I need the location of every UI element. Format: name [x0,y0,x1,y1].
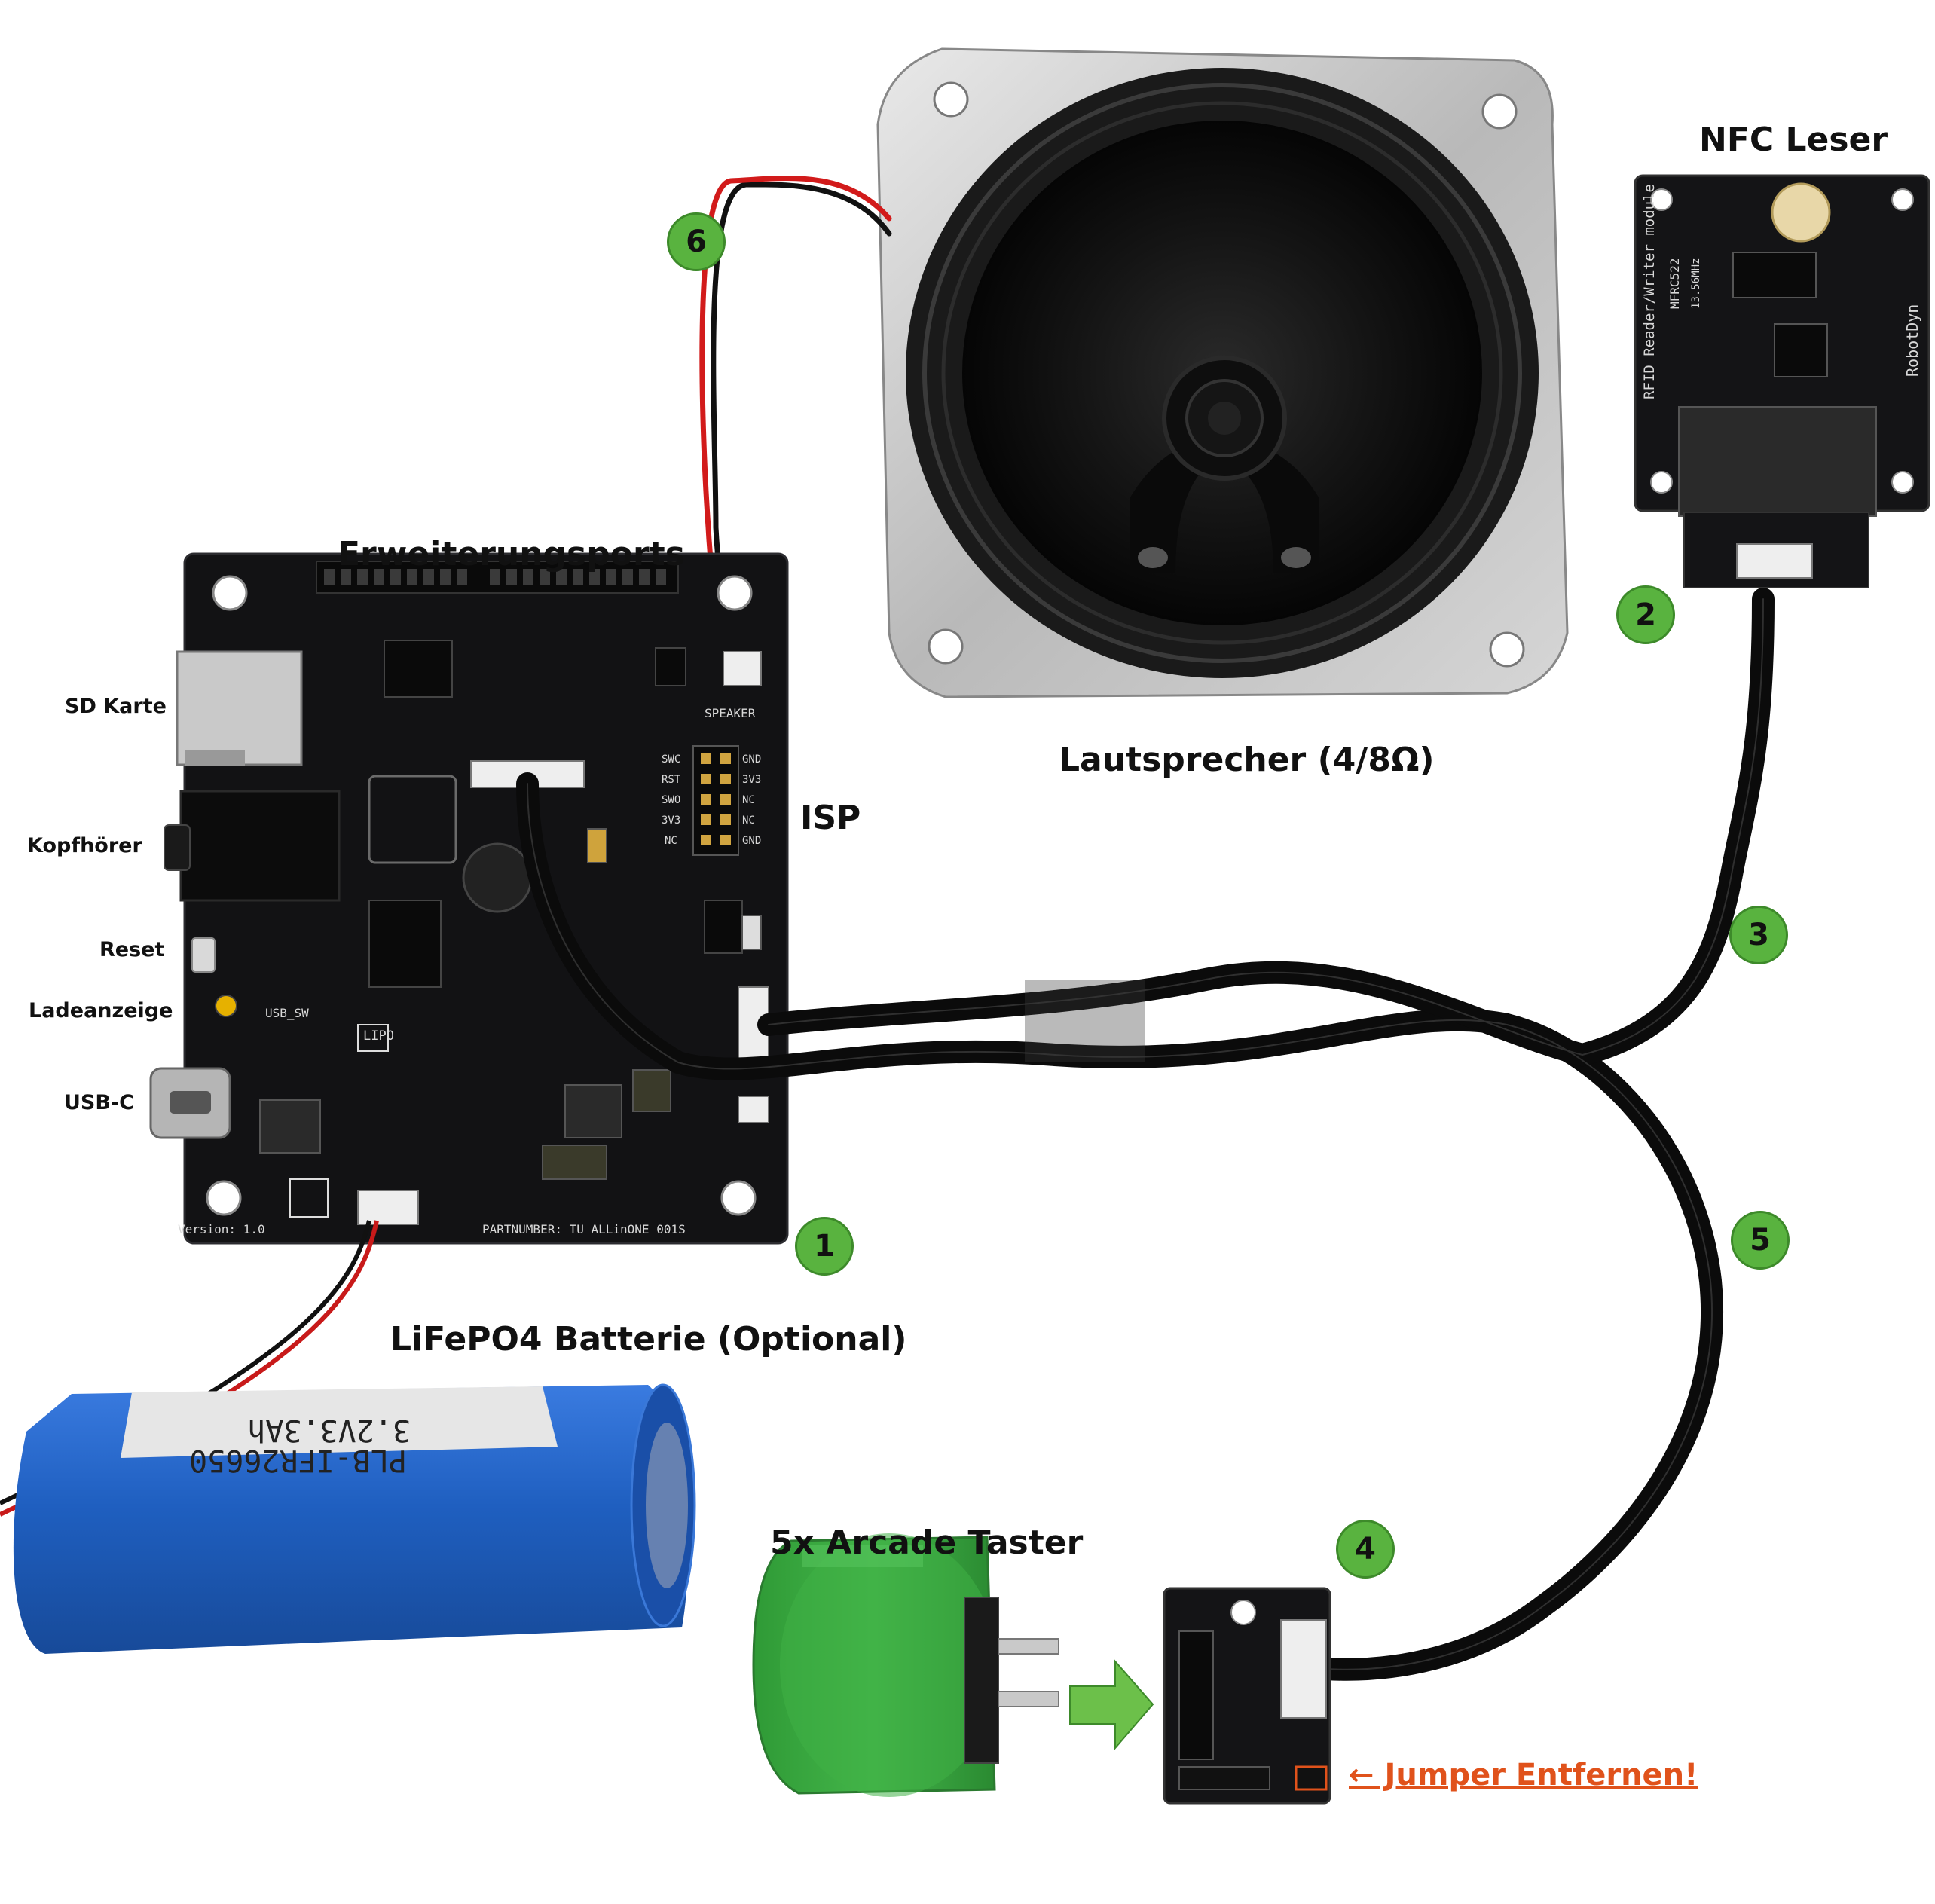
sd-card-label: SD Karte [65,695,167,718]
cable-tape [1025,980,1145,1062]
usb-c-label: USB-C [64,1091,134,1114]
charge-led [215,995,237,1017]
charge-indicator-label: Ladeanzeige [29,999,173,1022]
speaker-mount-hole [1481,93,1518,130]
switch-terminal [998,1691,1059,1707]
badge-2: 2 [1616,585,1675,644]
board-mount-hole [717,575,753,611]
expansion-ports-label: Erweiterungsports [338,535,685,573]
battery-rating: 3.2V3.3Ah [247,1413,411,1447]
isp-pin-label: NC [665,835,677,847]
speaker-mount-hole [1489,631,1525,668]
board-mount-hole [212,575,248,611]
sd-card-slot[interactable] [176,650,303,766]
nfc-chip-silkscreen: MFRC522 [1668,258,1682,309]
partnumber-silkscreen: PARTNUMBER: TU_ALLinONE_001S [482,1222,686,1236]
badge-5: 5 [1731,1211,1790,1270]
battery: 3.2V3.3Ah PLB-IFR26650 [0,1220,696,1654]
nfc-brand-silkscreen: RobotDyn [1903,304,1921,377]
ribbon-cables [516,588,1775,1681]
isp-pin-label: GND [742,753,761,766]
speaker-connector[interactable] [723,651,762,686]
button-module [1163,1587,1331,1805]
module-cable-connector[interactable] [1280,1619,1327,1719]
reset-button[interactable] [191,937,216,973]
battery-label-text: LiFePO4 Batterie (Optional) [390,1320,907,1358]
isp-pin-label: SWO [662,794,680,806]
cable-connector[interactable] [738,1096,769,1123]
nfc-module: RFID Reader/Writer module MFRC522 13.56M… [1634,174,1930,588]
nfc-reader-label: NFC Leser [1699,121,1888,159]
headphone-jack[interactable] [179,790,341,902]
badge-6: 6 [667,212,726,271]
reset-label: Reset [99,938,165,961]
speaker-mount-hole [928,628,964,665]
badge-4: 4 [1336,1520,1395,1579]
isp-pin-label: 3V3 [662,814,680,827]
speaker-label: Lautsprecher (4/8Ω) [1059,741,1435,779]
badge-1: 1 [795,1217,854,1276]
isp-label: ISP [800,799,861,837]
isp-pin-label: NC [742,814,755,827]
version-silkscreen: Version: 1.0 [178,1222,265,1236]
isp-pin-label: NC [742,794,755,806]
isp-pin-label: 3V3 [742,774,761,786]
switch-terminal [998,1638,1059,1655]
speaker [876,47,1569,698]
jumper-warning-label: ← Jumper Entfernen! [1349,1758,1698,1792]
isp-header[interactable] [692,745,739,856]
speaker-silkscreen: SPEAKER [705,706,756,720]
qc-sticker [1771,182,1831,243]
battery-label [121,1386,558,1458]
battery-connector[interactable] [357,1190,419,1225]
nfc-freq-silkscreen: 13.56MHz [1690,258,1702,309]
usb-sw-silkscreen: USB_SW [265,1006,309,1020]
lipo-silkscreen: LIPO [363,1028,394,1044]
board-mount-hole [206,1180,242,1216]
jumper[interactable] [1295,1765,1328,1791]
badge-3: 3 [1729,906,1788,964]
arcade-button [752,1533,1059,1797]
headphones-label: Kopfhörer [27,834,142,857]
nfc-module-silkscreen: RFID Reader/Writer module [1641,184,1658,399]
arrow-icon [1069,1659,1154,1750]
board-mount-hole [720,1180,757,1216]
isp-pin-label: RST [662,774,681,786]
nfc-cable-connector[interactable] [1736,543,1813,579]
battery-model: PLB-IFR26650 [189,1443,407,1478]
isp-pin-label: GND [742,835,761,847]
speaker-mount-hole [933,81,969,118]
nfc-pin-header [1678,406,1877,517]
main-board: SWC RST SWO 3V3 NC GND 3V3 NC NC GND SPE… [149,552,789,1245]
arcade-buttons-label: 5x Arcade Taster [770,1524,1084,1562]
isp-pin-label: SWC [662,753,680,766]
